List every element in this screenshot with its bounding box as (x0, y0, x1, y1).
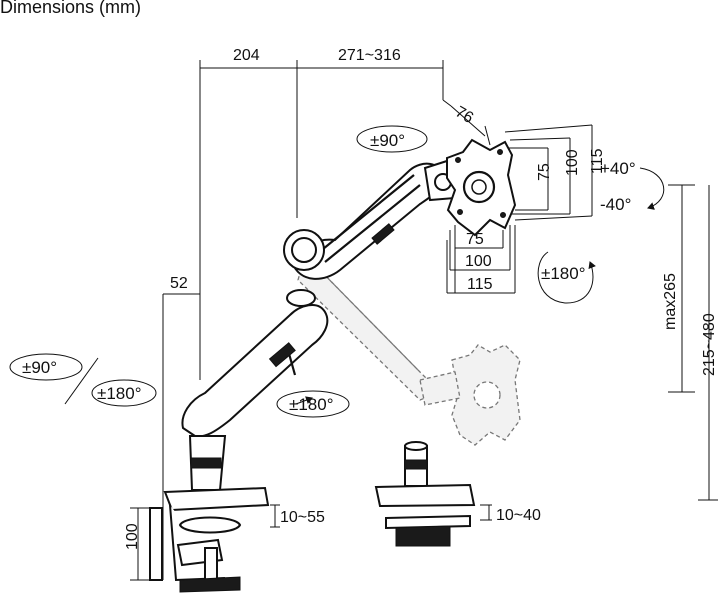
dim-clamp-thickness: 10~55 (280, 509, 325, 526)
ghost-vesa-plate (451, 344, 521, 446)
dim-vesa-height-inner: 75 (536, 163, 553, 181)
page-title: Dimensions (mm) (0, 0, 142, 17)
vesa-dimension-lines (446, 124, 593, 294)
dim-pivot-offset: 76 (452, 103, 476, 127)
dim-vesa-width-mid: 100 (465, 253, 492, 270)
dim-vesa-height-outer: 115 (589, 148, 606, 174)
grommet-base (374, 441, 492, 547)
clamp-thickness-lines (270, 504, 280, 528)
clamp-base (130, 486, 270, 593)
rot-tilt-up: +40° (600, 159, 636, 178)
rot-arm-rotation: ±180° (289, 395, 334, 414)
dim-vesa-width-outer: 115 (467, 276, 493, 293)
vesa-plate (446, 138, 517, 237)
top-dimension-lines (162, 60, 491, 580)
dim-vesa-width-inner: 75 (466, 231, 484, 248)
rot-base-swivel: ±90° (22, 358, 57, 377)
rotation-indicators (9, 125, 665, 418)
rot-rotation: ±180° (541, 264, 586, 283)
rot-base-rotation: ±180° (97, 384, 142, 403)
main-arm (181, 138, 517, 491)
dim-horizontal-reach: 204 (233, 47, 260, 64)
rot-head-swivel: ±90° (370, 131, 405, 150)
rot-tilt-down: -40° (600, 195, 631, 214)
dim-max-height: max265 (662, 273, 679, 330)
ghost-arm (297, 253, 521, 446)
dim-grommet-thickness: 10~40 (496, 507, 541, 524)
dim-pole-offset: 52 (170, 275, 188, 292)
dim-base-height: 100 (124, 523, 141, 550)
height-dimension-lines (668, 184, 718, 501)
dim-vesa-height-mid: 100 (564, 149, 581, 176)
dim-arm-extension: 271~316 (338, 47, 401, 64)
dim-height-range: 215~480 (701, 313, 718, 376)
